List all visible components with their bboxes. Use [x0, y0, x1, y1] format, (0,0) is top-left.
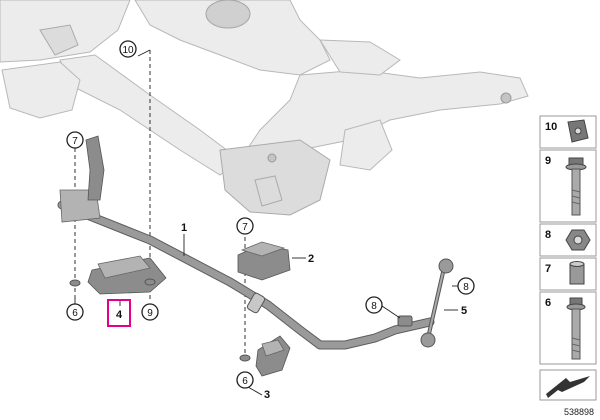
- callout-7-left: 7: [66, 131, 84, 149]
- stabilizer-link-5: [397, 258, 454, 348]
- diagonal-arrow-icon: [546, 376, 590, 398]
- callout-8-left-text: 8: [371, 301, 377, 312]
- label-5: 5: [461, 305, 467, 317]
- parts-panel-item-7[interactable]: 7: [539, 257, 597, 291]
- hex-nut-icon: [565, 229, 591, 251]
- callout-7-left-text: 7: [72, 136, 78, 147]
- parts-panel: 10 9 8: [539, 115, 597, 401]
- parts-panel-item-6[interactable]: 6: [539, 291, 597, 365]
- highlighted-label-4[interactable]: 4: [107, 299, 131, 327]
- rubber-mount-2: [237, 241, 291, 281]
- label-1: 1: [181, 222, 187, 234]
- front-subframe: [0, 0, 529, 216]
- label-3: 3: [264, 389, 270, 401]
- callout-9: 9: [141, 303, 159, 321]
- flange-bolt-icon: [565, 157, 587, 216]
- callout-6-bottom-text: 6: [242, 376, 248, 387]
- callout-8-right-text: 8: [463, 282, 469, 293]
- parts-panel-item-8[interactable]: 8: [539, 223, 597, 257]
- parts-panel-item-9[interactable]: 9: [539, 149, 597, 223]
- label-2: 2: [308, 253, 314, 265]
- bar-mount-bracket-left: [85, 135, 105, 201]
- callout-10: 10: [119, 40, 137, 58]
- callout-8-right: 8: [457, 277, 475, 295]
- panel-item-number: 7: [545, 263, 551, 275]
- callout-10-text: 10: [122, 45, 134, 56]
- panel-item-number: 8: [545, 229, 551, 241]
- leader-lines: [74, 49, 462, 396]
- parts-panel-item-10[interactable]: 10: [539, 115, 597, 149]
- panel-item-number: 6: [545, 297, 551, 309]
- callout-7-right: 7: [236, 217, 254, 235]
- panel-item-number: 9: [545, 155, 551, 167]
- label-4: 4: [116, 309, 123, 321]
- callout-9-text: 9: [147, 308, 153, 319]
- highlight-box: [107, 299, 131, 327]
- callout-6-bottom: 6: [236, 371, 254, 389]
- callout-6-left-text: 6: [72, 308, 78, 319]
- diagram-reference-number: 538898: [564, 407, 594, 417]
- callout-7-right-text: 7: [242, 222, 248, 233]
- navigation-arrow-box[interactable]: [539, 369, 597, 401]
- clip-nut-icon: [567, 119, 589, 143]
- clamp-bracket-3: [255, 335, 291, 377]
- callout-8-left: 8: [365, 296, 383, 314]
- sleeve-icon: [569, 261, 585, 285]
- panel-item-number: 10: [545, 121, 557, 133]
- rubber-mount-4: [87, 255, 167, 295]
- callout-6-left: 6: [66, 303, 84, 321]
- long-bolt-icon: [566, 297, 586, 360]
